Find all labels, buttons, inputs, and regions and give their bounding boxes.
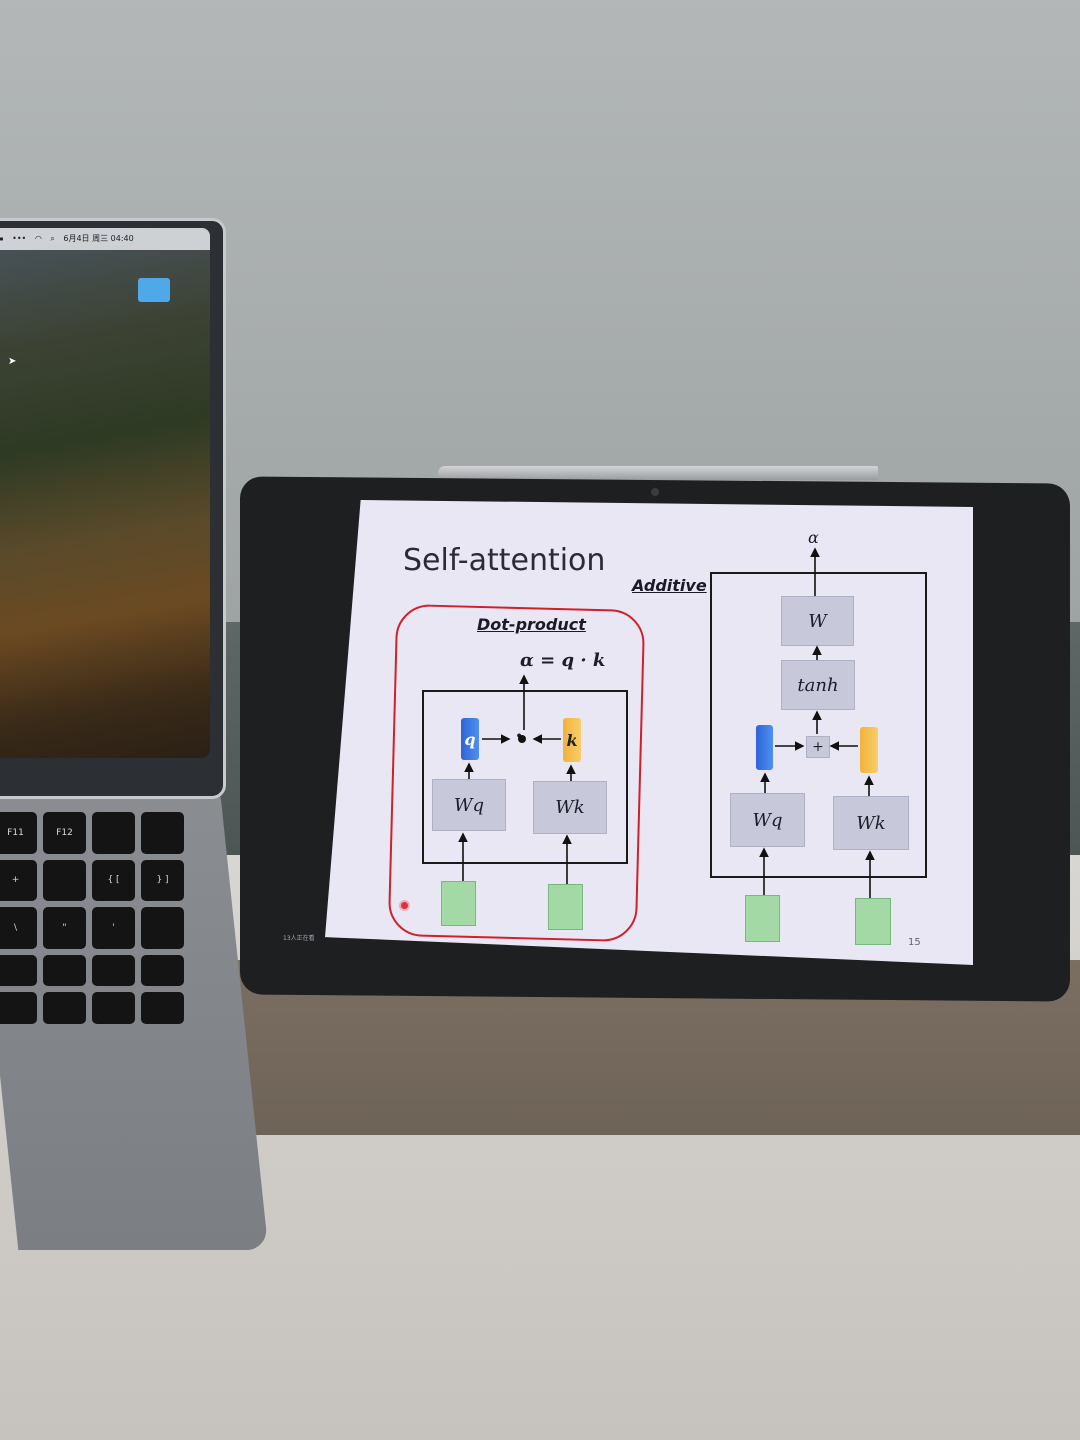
key-return[interactable]: ' <box>92 907 135 949</box>
additive-input-right <box>855 898 891 945</box>
dot-operator: • <box>515 729 524 745</box>
key-arrow-right[interactable] <box>141 992 184 1024</box>
additive-query-weight-box: Wq <box>730 793 805 847</box>
key-delete[interactable] <box>43 859 86 902</box>
dot-product-label: Dot-product <box>477 615 586 634</box>
key-f11[interactable]: F11 <box>0 812 37 854</box>
laptop-screen: ▬ ••• ◠ ⌕ 6月4日 周三 04:40 ➤ <box>0 228 210 758</box>
battery-icon[interactable]: ▬ <box>0 234 4 243</box>
camera-icon <box>651 488 659 496</box>
stylus-pen <box>438 466 878 480</box>
key[interactable] <box>141 954 184 987</box>
query-weight-box: Wq <box>432 779 506 831</box>
key[interactable] <box>141 907 184 949</box>
key-quote[interactable]: " <box>43 907 86 949</box>
search-icon[interactable]: ⌕ <box>50 234 55 243</box>
key-shift[interactable] <box>0 954 37 987</box>
key-arrow-up[interactable] <box>43 992 86 1024</box>
key[interactable] <box>92 954 135 987</box>
laptop-keyboard: F11 F12 + { [ } ] \ " ' <box>0 808 188 1028</box>
folder-icon[interactable] <box>138 278 170 302</box>
additive-frame <box>710 572 927 878</box>
input-vector-right <box>548 884 583 930</box>
additive-alpha: α <box>808 528 819 547</box>
additive-label: Additive <box>632 576 707 595</box>
additive-key-weight-box: Wk <box>833 796 909 850</box>
additive-plus-box: + <box>806 736 830 758</box>
key-f12[interactable]: F12 <box>43 812 86 854</box>
cursor-icon: ➤ <box>8 356 17 367</box>
key[interactable] <box>141 812 184 854</box>
additive-query-vector <box>756 725 773 770</box>
dot-product-formula: α = q · k <box>520 650 606 671</box>
key-bracket-right[interactable]: } ] <box>141 859 184 902</box>
laser-pointer-dot <box>401 902 408 909</box>
live-viewer-status: 13人正在看 <box>283 935 315 942</box>
menu-bar: ▬ ••• ◠ ⌕ 6月4日 周三 04:40 <box>0 228 210 250</box>
query-vector: q <box>461 718 479 760</box>
key[interactable] <box>92 812 135 854</box>
key-vector: k <box>563 718 581 762</box>
additive-input-left <box>745 895 780 942</box>
slide-title: Self-attention <box>403 543 606 578</box>
key-backslash[interactable]: \ <box>0 907 37 949</box>
wifi-icon[interactable]: ◠ <box>34 234 42 243</box>
additive-w-box: W <box>781 596 854 646</box>
key-bracket-left[interactable]: { [ <box>92 859 135 902</box>
input-vector-left <box>441 881 476 926</box>
dot-product-frame <box>422 690 628 864</box>
additive-key-vector <box>860 727 878 773</box>
key-weight-box: Wk <box>533 781 607 834</box>
menubar-datetime[interactable]: 6月4日 周三 04:40 <box>63 234 134 243</box>
key[interactable] <box>43 954 86 987</box>
more-icon[interactable]: ••• <box>12 234 27 243</box>
slide-page-number: 15 <box>908 937 921 948</box>
key-plus[interactable]: + <box>0 859 37 902</box>
additive-tanh-box: tanh <box>781 660 855 710</box>
key-arrow-down[interactable] <box>92 992 135 1024</box>
key-arrow-left[interactable] <box>0 992 37 1024</box>
